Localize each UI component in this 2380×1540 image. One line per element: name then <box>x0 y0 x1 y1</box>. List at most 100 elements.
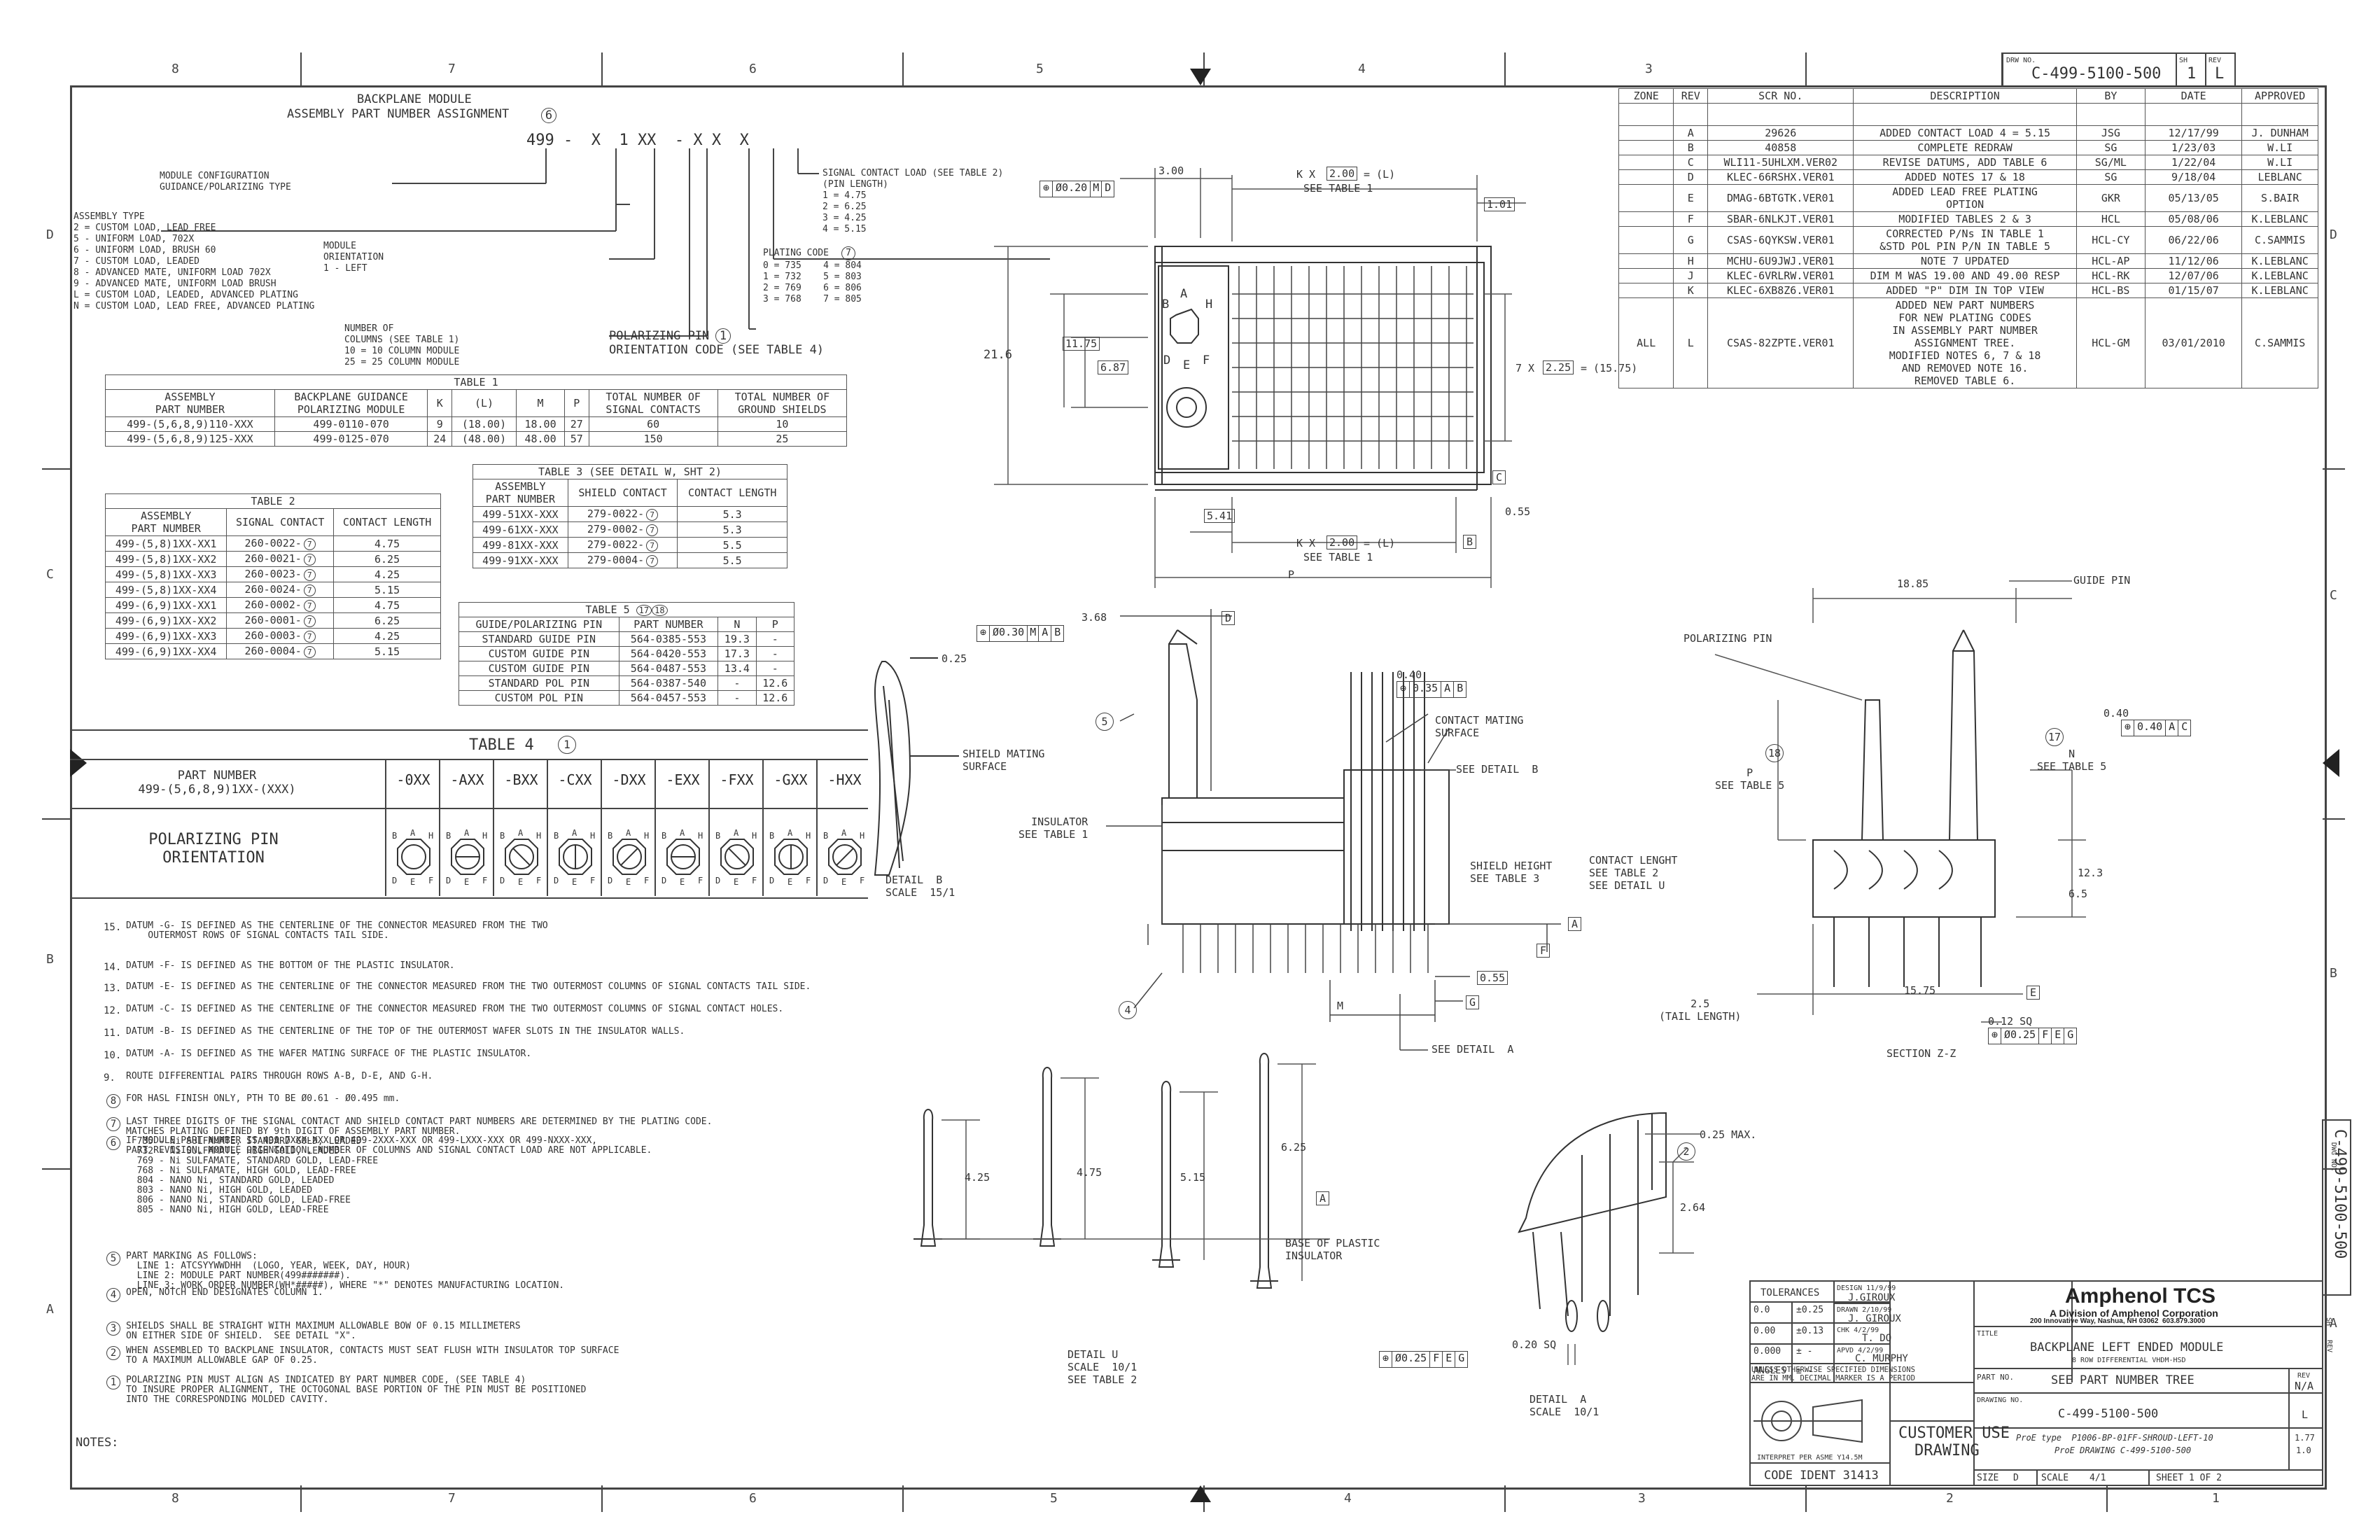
table1-cell: 24 <box>427 431 452 447</box>
tv-d541: 5.41 <box>1204 509 1236 523</box>
zz-d65: 6.5 <box>2068 888 2088 900</box>
zz-d040: 0.40 <box>2104 707 2129 720</box>
table1-cell: (18.00) <box>451 416 517 432</box>
db-shield-mating: SHIELD MATING SURFACE <box>962 748 1045 773</box>
table-4-row-letter: A <box>841 829 847 838</box>
table3-plating-note: 7 <box>646 555 659 567</box>
tree-module-config: MODULE CONFIGURATION GUIDANCE/POLARIZING… <box>160 171 291 192</box>
rev-desc: REVISE DATUMS, ADD TABLE 6 <box>1853 155 2077 170</box>
da-fcf-sym: ⊕ <box>1380 1352 1393 1367</box>
table2-plating-note: 7 <box>303 646 316 658</box>
rev-letter: A <box>1673 125 1709 141</box>
table1-cell-text: (18.00) <box>461 418 507 430</box>
tree-assembly-type: ASSEMBLY TYPE 2 = CUSTOM LOAD, LEAD FREE… <box>74 211 315 312</box>
sh-box: SH 1 <box>2176 54 2206 87</box>
rev-scr: MCHU-6U9JWJ.VER01 <box>1707 253 1854 269</box>
rev-scr: KLEC-6VRLRW.VER01 <box>1707 268 1854 284</box>
table1-cell-text: 60 <box>647 418 660 430</box>
tolerance-key: 0.000 <box>1754 1346 1782 1357</box>
rev-h-approved: APPROVED <box>2241 88 2318 104</box>
table5-cell: - <box>755 646 795 662</box>
sv-see-detail-a: SEE DETAIL A <box>1432 1043 1514 1056</box>
table3-header: ASSEMBLY PART NUMBER <box>472 479 568 507</box>
table-4-row-letter: A <box>734 829 739 838</box>
du-datum-a: A <box>1316 1191 1330 1205</box>
note-text: DATUM -B- IS DEFINED AS THE CENTERLINE O… <box>126 1026 685 1037</box>
tb-title-label: TITLE <box>1977 1330 1998 1338</box>
table2-cell-text: 499-(5,8)1XX-XX4 <box>115 583 217 596</box>
rev-by: HCL <box>2076 211 2146 227</box>
table-4-row-letter: B <box>446 831 451 841</box>
rev-approved: K.LEBLANC <box>2241 268 2318 284</box>
table2-plating-note: 7 <box>303 600 316 612</box>
tree-plating-code: PLATING CODE <box>763 248 829 258</box>
table1-cell: 48.00 <box>516 431 566 447</box>
zone-right-a: A <box>2330 1316 2337 1331</box>
table5-cell-text: - <box>734 677 741 690</box>
side-drawing-label: C-499-5100-500 DWG NO. SH REV <box>2325 1129 2348 1352</box>
table-4-row-letter: H <box>644 831 649 841</box>
rev-desc: NOTE 7 UPDATED <box>1853 253 2077 269</box>
rev-by: GKR <box>2076 184 2146 212</box>
table1-cell: 499-0110-070 <box>274 416 428 432</box>
rev-zone <box>1618 140 1674 155</box>
table-4-row-letter: E <box>626 877 631 885</box>
tv-letter-d: D <box>1163 354 1171 368</box>
table1-header: (L) <box>451 389 517 417</box>
table3-cell-text: 499-91XX-XXX <box>482 554 559 567</box>
table1-cell: 18.00 <box>516 416 566 432</box>
table2-cell-text: 260-0001- <box>244 614 302 626</box>
tree-heading-1: BACKPLANE MODULE <box>357 92 472 106</box>
tolerance-key: 0.0 <box>1754 1305 1770 1315</box>
zz-n-label: N SEE TABLE 5 <box>2037 748 2107 773</box>
note-text: PART MARKING AS FOLLOWS: LINE 1: ATCSYYW… <box>126 1251 565 1291</box>
note-text: FOR HASL FINISH ONLY, PTH TO BE Ø0.61 - … <box>126 1093 400 1104</box>
tv-see-t1: SEE TABLE 1 <box>1303 182 1373 195</box>
sv-fcf1-b: B <box>1054 626 1061 638</box>
note-text: DATUM -C- IS DEFINED AS THE CENTERLINE O… <box>126 1004 784 1014</box>
zone-top-6: 6 <box>749 62 757 76</box>
tv-d225: 2.25 <box>1543 360 1574 374</box>
table2-cell: 499-(5,8)1XX-XX2 <box>104 551 227 567</box>
tb-design-label: DESIGN 11/9/99 <box>1837 1284 1896 1292</box>
tb-apvd-by: C. MURPHY <box>1855 1353 1908 1364</box>
zz-note17: 17 <box>2045 728 2064 746</box>
rev-date: 01/15/07 <box>2145 283 2243 298</box>
table2-cell: 260-0021-7 <box>226 551 335 567</box>
rev-zone <box>1618 155 1674 170</box>
table-4-row-letter: B <box>554 831 559 841</box>
da-d020: 0.20 SQ <box>1512 1338 1557 1351</box>
table3-cell-text: 499-51XX-XXX <box>482 507 559 521</box>
da-d264: 2.64 <box>1680 1201 1706 1214</box>
da-label: DETAIL A SCALE 10/1 <box>1530 1393 1600 1418</box>
table2-cell: 499-(5,8)1XX-XX4 <box>104 582 227 598</box>
rev-zone <box>1618 169 1674 185</box>
table-5-title: TABLE 5 <box>585 603 630 616</box>
sv-fcf1-sym: ⊕ <box>977 626 990 641</box>
table-2-title: TABLE 2 <box>105 493 441 509</box>
table-4-row-letter: B <box>662 831 666 841</box>
table5-cell-text: 564-0385-553 <box>630 633 707 645</box>
rev-date: 03/01/2010 <box>2145 298 2243 388</box>
note-text: LAST THREE DIGITS OF THE SIGNAL CONTACT … <box>126 1116 713 1215</box>
rev-desc: ADDED LEAD FREE PLATING OPTION <box>1853 184 2077 212</box>
rev-approved: K.LEBLANC <box>2241 253 2318 269</box>
note-text: IF MODULE PART NUMBER IS 499-7XXX-XXX OR… <box>126 1135 652 1156</box>
table-4-row-letter: A <box>626 829 631 838</box>
zone-top-7: 7 <box>448 62 456 76</box>
rev-desc: MODIFIED TABLES 2 & 3 <box>1853 211 2077 227</box>
zz-d1885: 18.85 <box>1897 578 1929 590</box>
table2-cell: 6.25 <box>333 551 441 567</box>
rev-zone: ALL <box>1618 298 1674 388</box>
table3-cell: 279-0022-7 <box>567 506 678 522</box>
du-base: BASE OF PLASTIC INSULATOR <box>1285 1237 1380 1262</box>
tv-keq: = (L) <box>1364 168 1396 181</box>
